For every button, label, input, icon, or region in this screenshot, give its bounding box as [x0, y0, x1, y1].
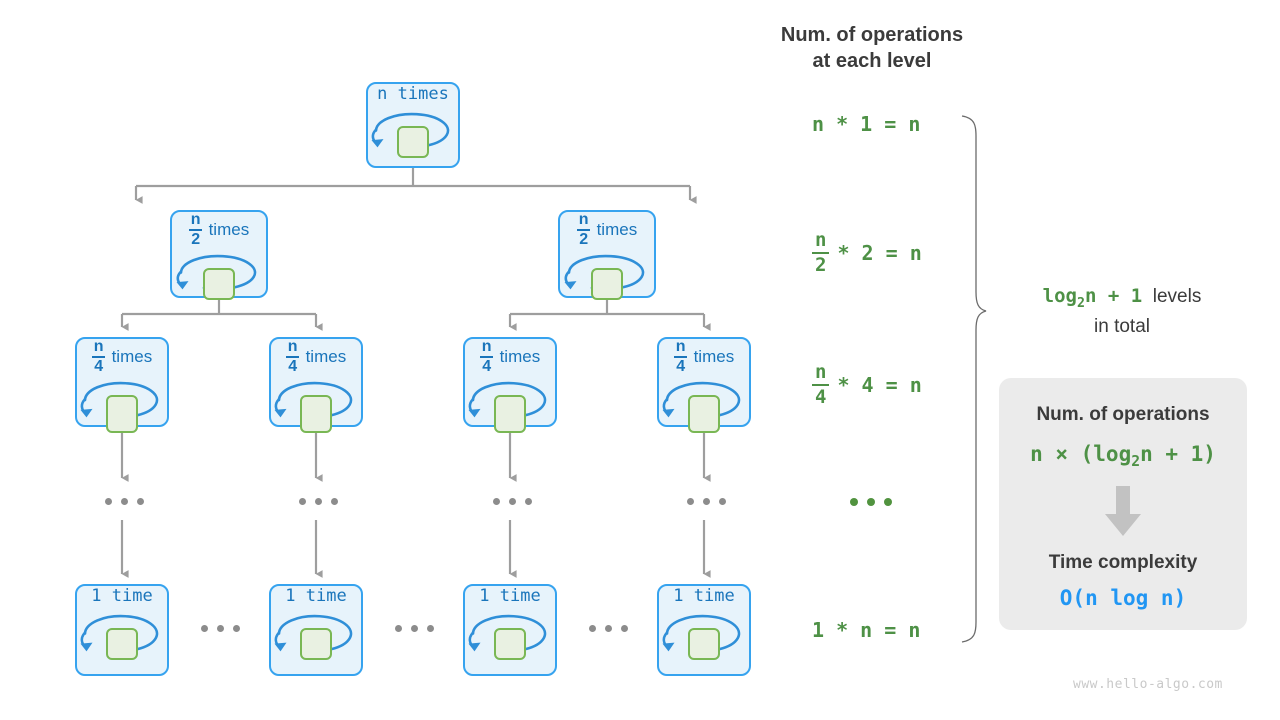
node-label: 1 time: [673, 586, 735, 606]
horizontal-ellipsis: [395, 625, 434, 632]
card-operations-formula: n × (log2n + 1): [1030, 442, 1216, 471]
tree-node-level-4: 1 time: [657, 584, 751, 676]
self-loop: [77, 606, 167, 674]
self-loop: [271, 375, 361, 433]
vertical-ellipsis: [687, 498, 726, 505]
card-time-complexity-result: O(n log n): [1059, 586, 1187, 611]
vertical-ellipsis: [299, 498, 338, 505]
operation-box: [494, 628, 526, 660]
node-label: 1 time: [479, 586, 541, 606]
operation-box: [300, 395, 332, 433]
tree-node-level-4: 1 time: [75, 584, 169, 676]
operations-ellipsis: [850, 498, 892, 506]
operation-box: [203, 268, 235, 300]
operation-box: [106, 395, 138, 433]
operation-box: [688, 395, 720, 433]
self-loop: [271, 606, 361, 674]
self-loop: [560, 248, 654, 300]
card-heading-operations: Num. of operations: [1036, 404, 1210, 425]
operation-box: [397, 126, 429, 158]
self-loop: [465, 375, 555, 433]
operations-text: * 4 = n: [837, 373, 922, 397]
operations-column-title: Num. of operations at each level: [780, 24, 964, 73]
operation-box: [591, 268, 623, 300]
levels-word: levels: [1152, 286, 1202, 307]
node-label: n times: [377, 84, 449, 104]
self-loop: [368, 104, 458, 166]
operations-text: n * 1 = n: [812, 112, 921, 136]
levels-word-2: in total: [1094, 316, 1150, 338]
self-loop: [465, 606, 555, 674]
operations-text: * 2 = n: [837, 241, 922, 265]
operation-box: [300, 628, 332, 660]
level-brace: [961, 115, 987, 643]
operations-row: 1 * n = n: [812, 618, 920, 642]
node-label: 1 time: [91, 586, 153, 606]
operations-text: 1 * n = n: [812, 618, 921, 642]
levels-in-total-note: log2n + 1 levels in total: [972, 283, 1272, 341]
watermark: www.hello-algo.com: [1073, 677, 1223, 692]
operation-box: [688, 628, 720, 660]
self-loop: [659, 375, 749, 433]
result-card: Num. of operations n × (log2n + 1) Time …: [999, 378, 1247, 630]
horizontal-ellipsis: [201, 625, 240, 632]
levels-formula: log2n + 1: [1042, 285, 1143, 311]
horizontal-ellipsis: [589, 625, 628, 632]
down-arrow-icon: [1105, 486, 1141, 537]
operation-box: [494, 395, 526, 433]
self-loop: [172, 248, 266, 300]
tree-node-level-1: n times: [366, 82, 460, 168]
card-heading-complexity: Time complexity: [1048, 552, 1198, 574]
vertical-ellipsis: [493, 498, 532, 505]
tree-node-level-4: 1 time: [463, 584, 557, 676]
node-label: 1 time: [285, 586, 347, 606]
self-loop: [77, 375, 167, 433]
operation-box: [106, 628, 138, 660]
vertical-ellipsis: [105, 498, 144, 505]
operations-row: n * 1 = n: [812, 112, 920, 136]
tree-node-level-4: 1 time: [269, 584, 363, 676]
self-loop: [659, 606, 749, 674]
